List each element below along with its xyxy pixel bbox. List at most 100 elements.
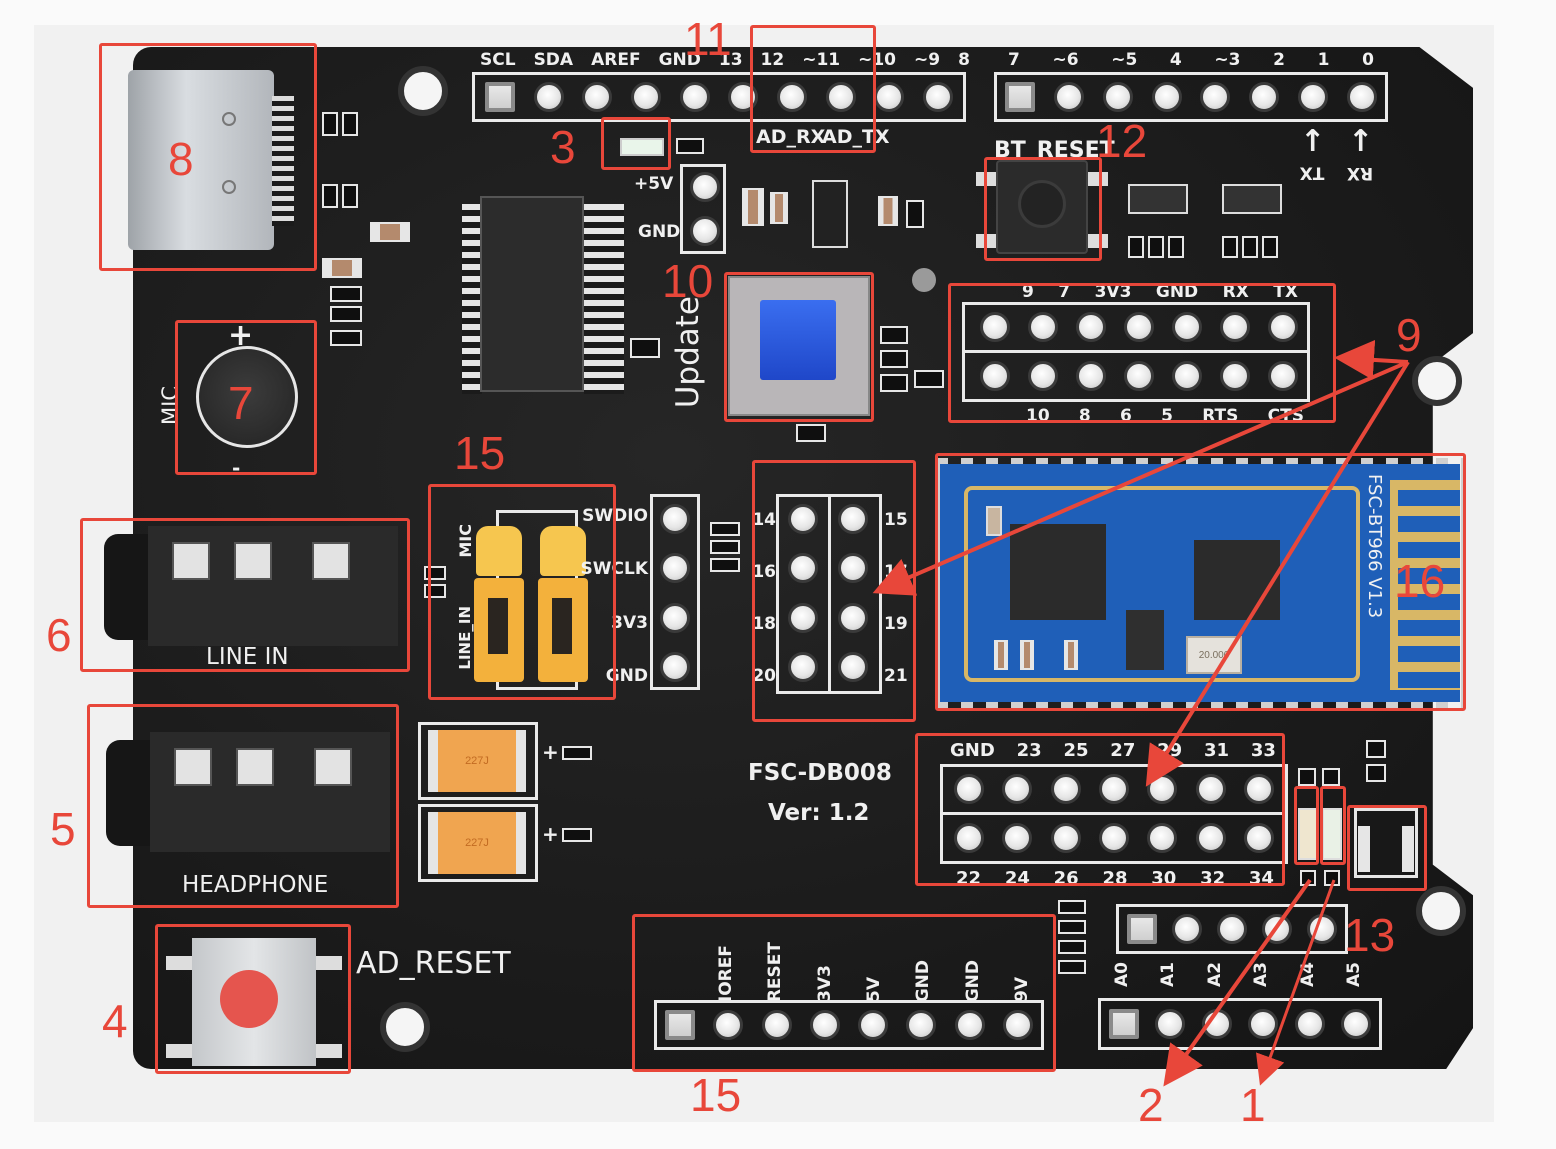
header-pin[interactable] — [788, 602, 818, 633]
pin-label: 5 — [1161, 406, 1173, 426]
header-pin[interactable] — [713, 1010, 744, 1040]
header-pin[interactable] — [1298, 82, 1329, 112]
header-pin[interactable] — [825, 82, 856, 112]
smd-component — [880, 326, 908, 344]
header-pin[interactable] — [1268, 312, 1298, 342]
smd-component — [1242, 236, 1258, 258]
header-pin[interactable] — [1098, 823, 1129, 853]
header-pin[interactable] — [660, 602, 690, 633]
header-pin[interactable] — [1195, 823, 1226, 853]
pin-label: RX — [1222, 282, 1249, 302]
header-pin[interactable] — [788, 651, 818, 682]
header-pin[interactable] — [1172, 361, 1202, 391]
header-pin[interactable] — [1028, 361, 1058, 391]
callout-number: 10 — [662, 255, 714, 307]
header-pin[interactable] — [1002, 1010, 1033, 1040]
header-pin[interactable] — [838, 602, 868, 633]
header-pin[interactable] — [1248, 1009, 1279, 1039]
power-header — [654, 1000, 1044, 1050]
header-pin[interactable] — [980, 361, 1010, 391]
header-pin[interactable] — [858, 1010, 889, 1040]
header-pin[interactable] — [922, 82, 953, 112]
header-pin[interactable] — [838, 553, 868, 584]
jumper-cap-top — [540, 526, 586, 576]
header-pin[interactable] — [1217, 914, 1247, 944]
smd-capacitor — [322, 258, 362, 278]
header-pin[interactable] — [728, 82, 759, 112]
header-pin[interactable] — [1243, 823, 1274, 853]
header-pin[interactable] — [1307, 914, 1337, 944]
header-pin[interactable] — [1147, 823, 1178, 853]
header-pin[interactable] — [1102, 82, 1133, 112]
header-pin[interactable] — [660, 553, 690, 584]
header-pin[interactable] — [690, 216, 720, 246]
header-pin[interactable] — [954, 774, 984, 804]
header-pin[interactable] — [1076, 361, 1106, 391]
header-pin[interactable] — [954, 823, 984, 853]
headphone-label: HEADPHONE — [182, 872, 329, 898]
usb-c-connector[interactable] — [128, 70, 274, 250]
header-pin[interactable] — [788, 504, 818, 534]
pin-label: 19 — [884, 614, 908, 634]
pin-label: 13 — [718, 50, 743, 70]
header-pin[interactable] — [1249, 82, 1280, 112]
header-pin[interactable] — [1053, 82, 1084, 112]
header-pin[interactable] — [838, 651, 868, 682]
jack-pad — [234, 542, 272, 580]
header-pin[interactable] — [788, 553, 818, 584]
header-pin[interactable] — [485, 82, 515, 112]
header-pin[interactable] — [1076, 312, 1106, 342]
header-pin[interactable] — [1050, 823, 1081, 853]
header-pin[interactable] — [809, 1010, 840, 1040]
header-pin[interactable] — [630, 82, 661, 112]
header-pin[interactable] — [1195, 774, 1226, 804]
header-pin[interactable] — [1294, 1009, 1325, 1039]
header-pin[interactable] — [1050, 774, 1081, 804]
header-pin[interactable] — [1002, 823, 1033, 853]
header-pin[interactable] — [690, 172, 720, 202]
header-pin[interactable] — [1098, 774, 1129, 804]
ad-reset-button-cap[interactable] — [220, 970, 278, 1028]
header-pin[interactable] — [1340, 1009, 1371, 1039]
update-switch-button[interactable] — [760, 300, 836, 380]
header-pin[interactable] — [1220, 312, 1250, 342]
header-pin[interactable] — [761, 1010, 792, 1040]
header-divider — [828, 496, 831, 692]
header-pin[interactable] — [1262, 914, 1292, 944]
header-pin[interactable] — [660, 504, 690, 534]
header-pin[interactable] — [980, 312, 1010, 342]
smd-component — [1058, 960, 1086, 974]
header-pin[interactable] — [1028, 312, 1058, 342]
bt-reset-button-cap[interactable] — [1018, 180, 1066, 228]
header-pin[interactable] — [1243, 774, 1274, 804]
header-pin[interactable] — [1220, 361, 1250, 391]
smd-capacitor — [770, 192, 788, 224]
pin-label: GND — [1155, 282, 1199, 302]
gnd-label: GND — [638, 222, 681, 242]
header-pin[interactable] — [1155, 1009, 1186, 1039]
header-pin[interactable] — [1346, 82, 1377, 112]
header-pin[interactable] — [665, 1010, 695, 1040]
header-pin[interactable] — [906, 1010, 937, 1040]
header-pin[interactable] — [660, 651, 690, 682]
header-pin[interactable] — [582, 82, 613, 112]
header-pin[interactable] — [954, 1010, 985, 1040]
header-pin[interactable] — [1127, 914, 1157, 944]
header-pin[interactable] — [838, 504, 868, 534]
header-pin[interactable] — [1109, 1009, 1139, 1039]
status-led-1 — [1322, 808, 1342, 860]
header-pin[interactable] — [776, 82, 807, 112]
header-pin[interactable] — [1172, 914, 1202, 944]
header-pin[interactable] — [1172, 312, 1202, 342]
header-pin[interactable] — [1005, 82, 1035, 112]
header-pin[interactable] — [533, 82, 564, 112]
header-pin[interactable] — [679, 82, 710, 112]
header-pin[interactable] — [1124, 312, 1154, 342]
header-pin[interactable] — [1151, 82, 1182, 112]
header-pin[interactable] — [1200, 82, 1231, 112]
ad-rx-label: AD_RX — [756, 126, 826, 148]
header-pin[interactable] — [1124, 361, 1154, 391]
header-pin[interactable] — [1268, 361, 1298, 391]
header-pin[interactable] — [1002, 774, 1033, 804]
